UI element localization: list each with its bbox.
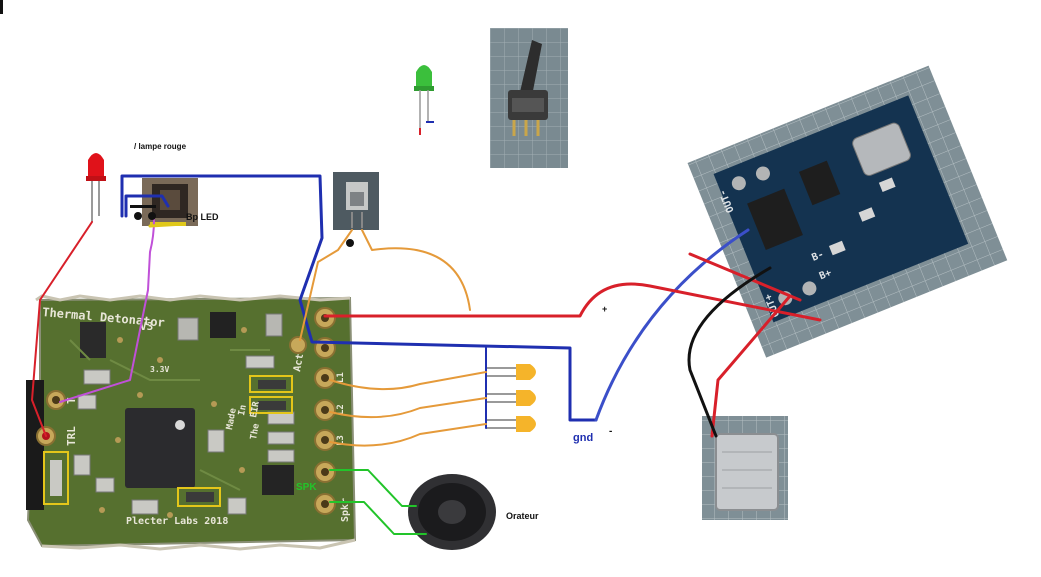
charger-b-plus: B+: [818, 268, 833, 283]
amber-led-1: [486, 364, 536, 380]
button-pin-right: [148, 212, 156, 220]
green-wire-2: [329, 501, 427, 535]
green-wire-1: [329, 469, 417, 507]
red-wire-led: [31, 221, 93, 437]
ic-amplifier: [262, 465, 294, 495]
label-minus: -: [609, 426, 612, 437]
pcb-pin-l2: L2: [336, 404, 346, 415]
label-plus: +: [602, 304, 607, 314]
red-wire-charger-out: [688, 252, 802, 302]
amber-led-2: [486, 390, 536, 406]
pad-act: [289, 336, 307, 354]
blue-wire-top: [120, 174, 598, 422]
large-toggle-switch-photo: [490, 28, 568, 168]
button-bracket: [130, 205, 156, 208]
amber-led-3: [486, 416, 536, 432]
red-wire-power: [323, 282, 822, 322]
orange-wire-l2: [329, 397, 487, 419]
pcb-maker: Plecter Labs 2018: [126, 516, 228, 527]
yellow-wire: [148, 222, 186, 228]
pcb-pin-spkr: Spkr: [340, 498, 351, 522]
label-led-hint: Bp LED: [186, 212, 219, 222]
pcb-side-1: Made: [225, 407, 239, 431]
pcb-pin-act: Act: [292, 353, 306, 373]
red-wire-battery: [710, 294, 792, 438]
speaker: [408, 474, 496, 550]
pcb-side-3: The: [249, 422, 262, 440]
orange-wire-switch: [299, 229, 471, 341]
blue-wire-charger: [594, 228, 750, 422]
label-gnd: gnd: [573, 432, 593, 444]
ic-small-left: [80, 322, 106, 358]
blue-wire-button: [124, 194, 170, 218]
label-spk: SPK: [296, 482, 317, 493]
lipo-battery-photo: [702, 416, 788, 520]
pcb-version: V3: [140, 320, 153, 333]
corner-mark: [0, 0, 3, 14]
pcb-pin-trl: TRL: [65, 426, 78, 446]
microcontroller-chip: [125, 408, 195, 488]
green-led: [414, 65, 434, 135]
button-pin-left: [134, 212, 142, 220]
pcb-side-2: In: [237, 404, 249, 416]
charger-module-photo: OUT- B- B+ OUT+: [687, 65, 1008, 358]
pcb-rail: 3.3V: [150, 365, 169, 374]
pcb-pin-t: T: [65, 397, 78, 404]
black-wire-battery: [687, 266, 772, 438]
orange-wire-l1: [329, 371, 487, 391]
ic-regulator: [210, 312, 236, 338]
switch-pin: [346, 239, 354, 247]
small-toggle-switch: [333, 172, 379, 230]
pcb-board: Thermal Detonator V3 3.3V Act TRL T Made…: [26, 294, 357, 551]
orange-wire-l3: [329, 423, 487, 447]
label-lampe-rouge: / lampe rouge: [134, 142, 187, 151]
pcb-side-4: EIR: [249, 400, 262, 418]
label-orateur: Orateur: [506, 511, 539, 521]
red-led: [86, 153, 106, 222]
pcb-pin-l1: L1: [336, 372, 346, 383]
pcb-pin-l3: L3: [336, 435, 346, 446]
charger-b-minus: B-: [810, 249, 825, 264]
